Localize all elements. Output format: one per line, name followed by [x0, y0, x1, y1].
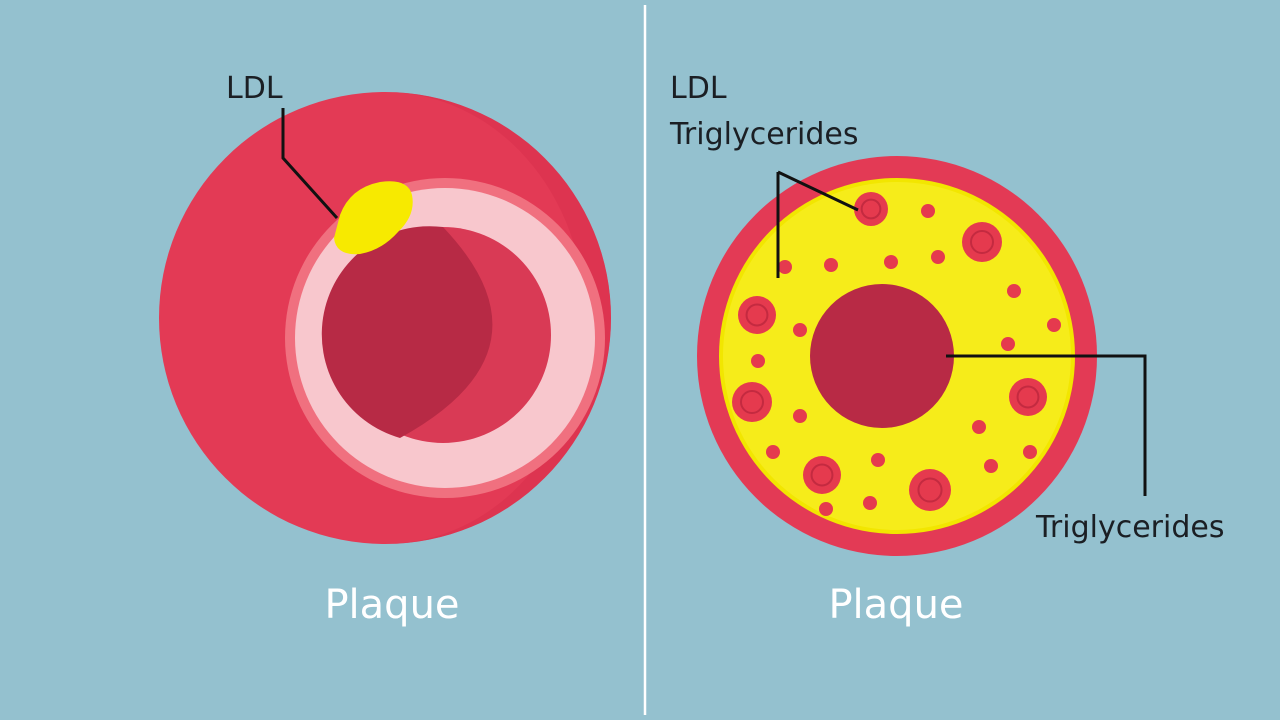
- fat-particle-core: [745, 303, 769, 327]
- left-ldl-plaque: [334, 181, 413, 255]
- fat-particle-core: [1016, 385, 1040, 409]
- fat-particle-small: [766, 445, 780, 459]
- fat-particle-small: [921, 204, 935, 218]
- fat-particle-core: [810, 463, 834, 487]
- left-plaque-caption: Plaque: [324, 582, 459, 628]
- right-plaque-caption: Plaque: [828, 582, 963, 628]
- fat-particle-core: [860, 198, 882, 220]
- right-artery-lumen: [810, 284, 954, 428]
- fat-particle-small: [972, 420, 986, 434]
- fat-particle-small: [751, 354, 765, 368]
- fat-particle-small: [824, 258, 838, 272]
- right-triglycerides-bottom-label: Triglycerides: [1035, 510, 1224, 545]
- fat-particle-small: [1023, 445, 1037, 459]
- fat-particle-large: [854, 192, 888, 226]
- fat-particle-small: [1001, 337, 1015, 351]
- fat-particle-core: [917, 477, 943, 503]
- right-triglycerides-top-label: Triglycerides: [669, 117, 858, 152]
- right-triglycerides-leader-right: [777, 170, 859, 212]
- left-ldl-label: LDL: [226, 71, 283, 106]
- fat-particle-large: [909, 469, 951, 511]
- left-lumen-shadow: [321, 226, 493, 438]
- fat-particle-core: [970, 230, 994, 254]
- fat-particle-small: [871, 453, 885, 467]
- fat-particle-large: [803, 456, 841, 494]
- fat-particle-large: [732, 382, 772, 422]
- fat-particle-small: [778, 260, 792, 274]
- fat-particle-small: [863, 496, 877, 510]
- left-ldl-leader-line: [281, 108, 339, 220]
- fat-particle-small: [984, 459, 998, 473]
- fat-particle-small: [1047, 318, 1061, 332]
- fat-particle-large: [962, 222, 1002, 262]
- fat-particle-small: [931, 250, 945, 264]
- fat-particle-large: [1009, 378, 1047, 416]
- fat-particle-small: [819, 502, 833, 516]
- right-ldl-label: LDL: [670, 71, 727, 106]
- fat-particle-small: [1007, 284, 1021, 298]
- left-artery: [159, 92, 611, 544]
- fat-particle-small: [793, 409, 807, 423]
- fat-particle-large: [738, 296, 776, 334]
- fat-particles: [732, 192, 1061, 516]
- fat-particle-small: [884, 255, 898, 269]
- fat-particle-core: [740, 390, 764, 414]
- fat-particle-small: [793, 323, 807, 337]
- right-triglycerides-bottom-leader: [946, 354, 1147, 496]
